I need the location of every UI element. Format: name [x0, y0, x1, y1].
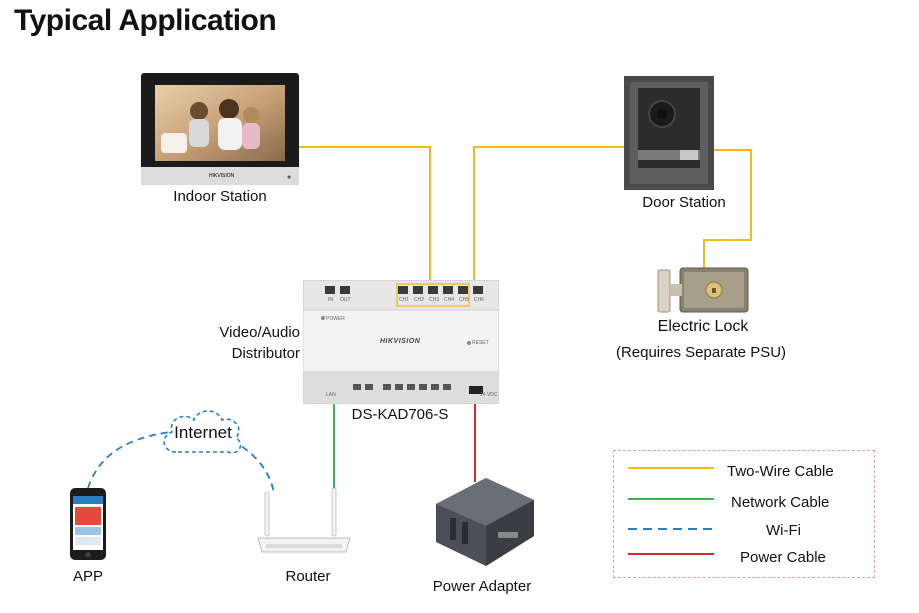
distributor-model-label: DS-KAD706-S [351, 406, 449, 423]
legend-label-wifi: Wi-Fi [766, 522, 801, 539]
distributor-port-in: IN [328, 297, 333, 303]
two-wire-cable-lock [703, 149, 752, 275]
smartphone-image [70, 488, 106, 560]
distributor-port-out: OUT [340, 297, 351, 303]
legend-label-power: Power Cable [740, 549, 826, 566]
indoor-station-label: Indoor Station [173, 188, 267, 205]
distributor-port-ch2: CH2 [414, 297, 425, 303]
distributor-dc-label: 24 VDC [480, 392, 498, 398]
electric-lock-label: Electric Lock [657, 318, 749, 335]
power-adapter-label: Power Adapter [432, 578, 532, 595]
router-label: Router [285, 568, 331, 585]
door-station-image [624, 76, 714, 190]
legend-swatches [628, 467, 714, 555]
distributor-device-image [303, 280, 499, 404]
legend-label-network: Network Cable [731, 494, 830, 511]
internet-cloud-icon [163, 410, 242, 454]
distributor-port-ch4: CH4 [444, 297, 455, 303]
distributor-label-line1: Video/Audio [219, 324, 300, 341]
legend-box [613, 450, 875, 578]
wifi-link-phone [87, 431, 171, 489]
distributor-power-led-label: POWER [326, 316, 345, 322]
distributor-port-ch1: CH1 [399, 297, 410, 303]
door-station-label: Door Station [642, 194, 726, 211]
distributor-port-ch5: CH5 [459, 297, 470, 303]
internet-label: Internet [174, 423, 232, 442]
legend-label-two-wire: Two-Wire Cable [727, 463, 834, 480]
two-wire-cable-indoor [298, 146, 431, 290]
power-adapter-image [436, 478, 534, 566]
distributor-label-line2: Distributor [231, 345, 300, 362]
distributor-reset-label: RESET [472, 340, 489, 346]
distributor-port-ch6: CH6 [474, 297, 485, 303]
two-wire-cable-door [473, 146, 625, 290]
distributor-lan-label: LAN [326, 392, 336, 398]
app-label: APP [72, 568, 103, 585]
electric-lock-note: (Requires Separate PSU) [615, 344, 787, 361]
page-title: Typical Application [14, 4, 277, 37]
distributor-port-ch3: CH3 [429, 297, 440, 303]
distributor-brand-logo: HIKVISION [380, 338, 421, 345]
indoor-station-image: HIKVISION [141, 73, 299, 185]
electric-lock-image [657, 267, 749, 313]
svg-text:HIKVISION: HIKVISION [209, 173, 235, 179]
router-image [257, 488, 351, 553]
